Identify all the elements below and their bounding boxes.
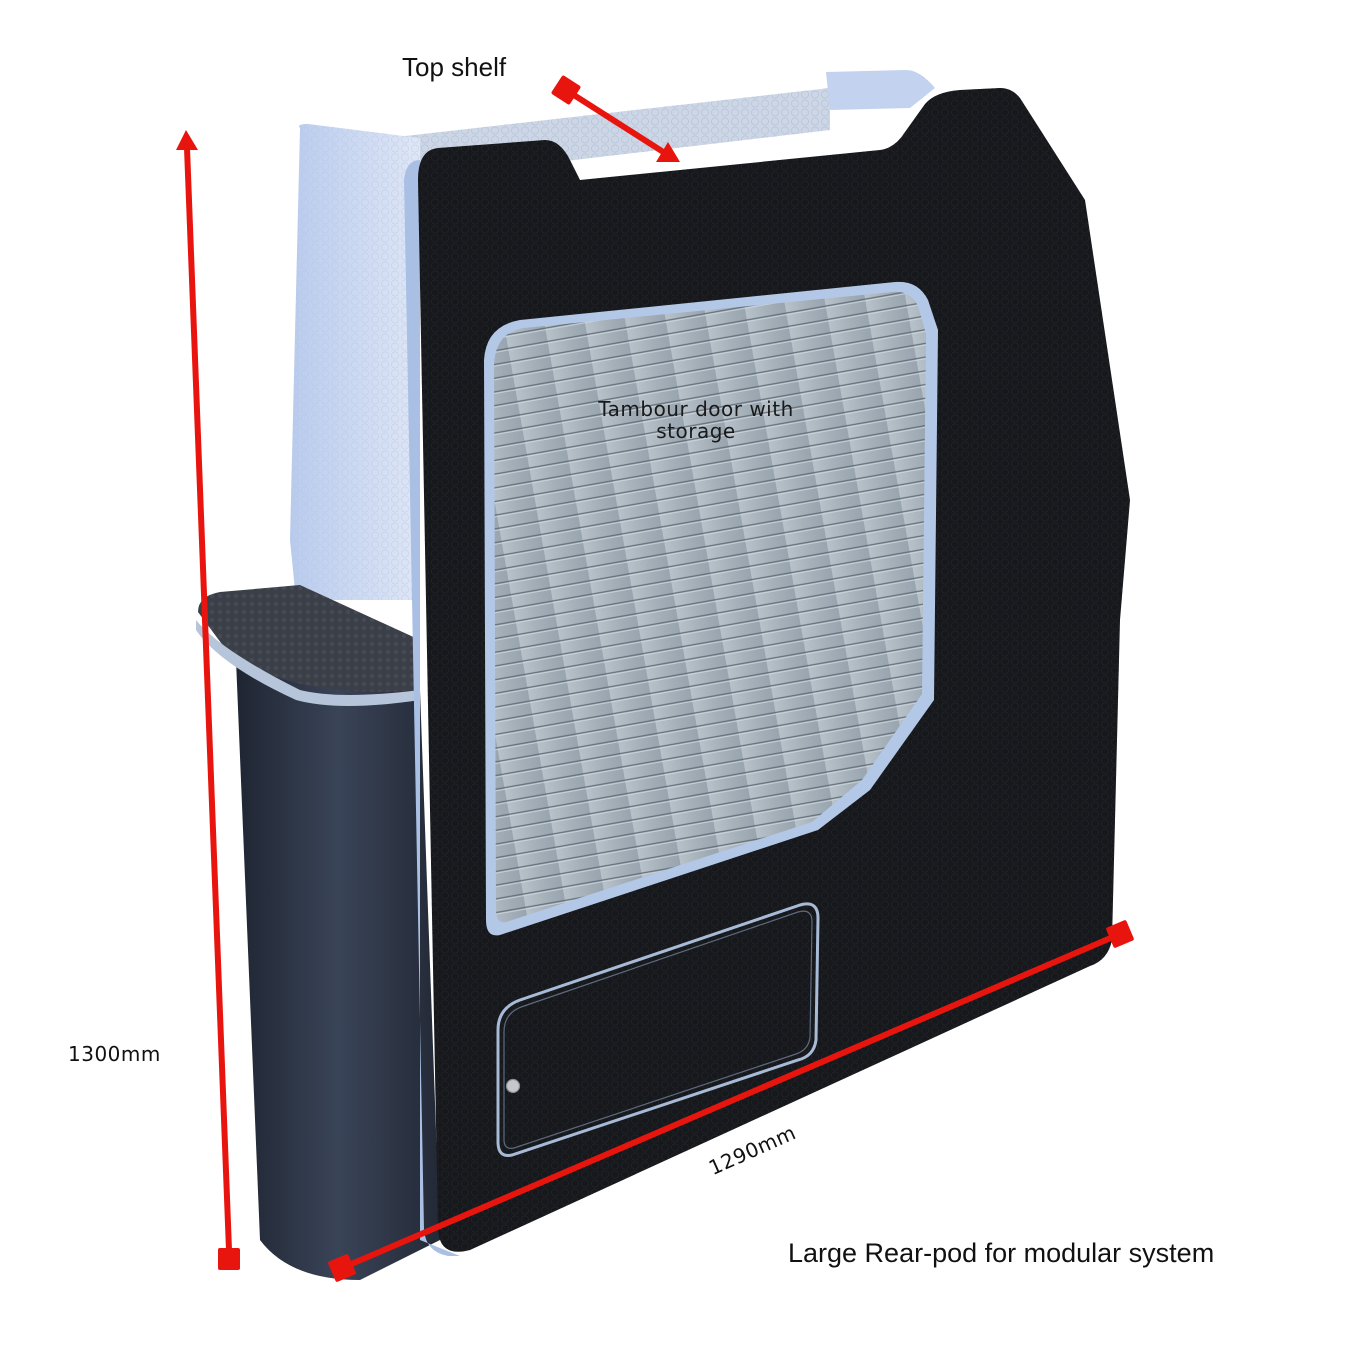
width-dimension-arrow [328, 920, 1134, 1282]
top-shelf-label: Top shelf [402, 52, 507, 82]
side-panel [290, 124, 420, 600]
tambour-door [484, 281, 938, 936]
product-caption: Large Rear-pod for modular system [788, 1238, 1215, 1268]
top-shelf-pointer-arrow [551, 75, 680, 162]
side-storage-box [236, 660, 440, 1280]
lower-hatch [496, 902, 820, 1157]
panel-edge-trim [404, 160, 460, 1256]
tambour-door-label: Tambour door with storage [548, 398, 844, 442]
tambour-label-line-1: Tambour door with [598, 397, 794, 421]
tambour-label-line-2: storage [656, 419, 736, 443]
side-step [196, 585, 420, 706]
height-dimension-arrow [176, 130, 240, 1270]
hatch-latch-button [505, 1078, 521, 1094]
height-dimension-label: 1300mm [68, 1042, 161, 1066]
